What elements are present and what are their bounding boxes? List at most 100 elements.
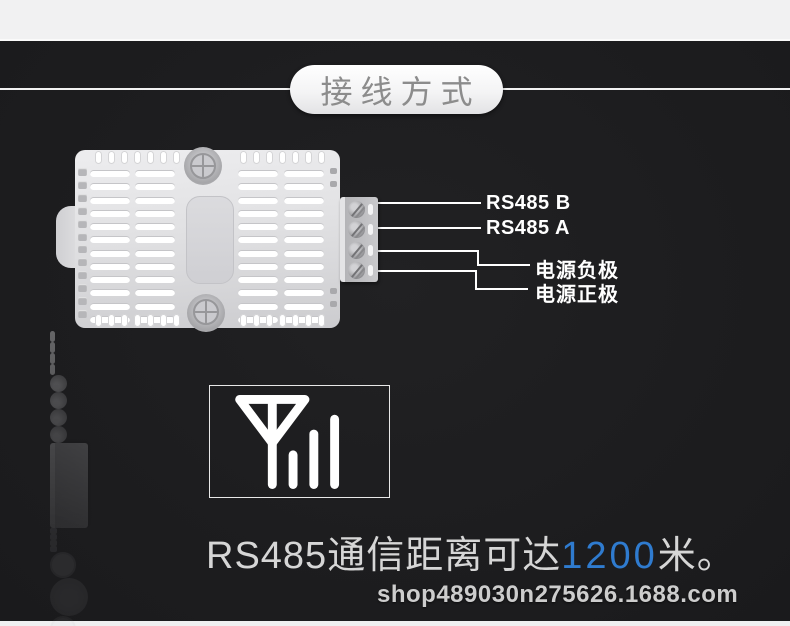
side-clip bbox=[330, 301, 337, 307]
vent-slot bbox=[318, 314, 325, 327]
side-clip bbox=[330, 288, 337, 294]
vent-slot bbox=[284, 249, 324, 257]
terminal-label-rs485-b: RS485 B bbox=[486, 192, 571, 214]
vent-slot bbox=[135, 223, 175, 231]
vent-slot bbox=[238, 170, 278, 177]
vent-slots-column bbox=[284, 170, 324, 323]
vent-slot bbox=[238, 289, 278, 297]
section-title-text: 接线方式 bbox=[320, 73, 481, 110]
vent-slot bbox=[284, 196, 324, 204]
terminal-label-rs485-a: RS485 A bbox=[486, 217, 570, 239]
vent-slot bbox=[90, 223, 130, 231]
vent-slot bbox=[78, 245, 87, 254]
terminal-wire-slot bbox=[368, 265, 373, 276]
vent-slot bbox=[78, 180, 87, 189]
vent-slot bbox=[173, 151, 180, 164]
caption-text: RS485通信距离可达1200米。 bbox=[206, 524, 736, 579]
terminal-label-power-positive: 电源正极 bbox=[535, 284, 619, 306]
terminal-wire-slot bbox=[368, 204, 373, 215]
vent-slot bbox=[134, 314, 141, 327]
caption-prefix: RS485通信距离可达 bbox=[206, 535, 562, 577]
vent-slot bbox=[90, 236, 130, 244]
vent-slot bbox=[318, 151, 325, 164]
vent-slot bbox=[135, 289, 175, 297]
vent-slot bbox=[90, 209, 130, 217]
vent-slot bbox=[284, 315, 324, 323]
vent-slots-column bbox=[238, 170, 278, 323]
vent-slot bbox=[135, 276, 175, 284]
vent-slot bbox=[284, 223, 324, 231]
vent-slot bbox=[284, 183, 324, 191]
vent-slot bbox=[135, 302, 175, 310]
connector-line-power-negative bbox=[378, 250, 530, 266]
vent-slot bbox=[266, 314, 273, 327]
vent-slot bbox=[284, 209, 324, 217]
device-edge-holes bbox=[78, 168, 87, 318]
top-strip bbox=[0, 0, 790, 41]
vent-slot bbox=[284, 262, 324, 270]
vent-slot bbox=[238, 302, 278, 310]
vent-slots-row bbox=[240, 314, 325, 327]
vent-slots-row bbox=[95, 314, 180, 327]
caption-suffix: 米。 bbox=[657, 535, 736, 577]
watermark-text: shop489030n275626.1688.com bbox=[377, 581, 739, 608]
terminal-label-power-negative: 电源负极 bbox=[535, 260, 619, 282]
vent-slot bbox=[284, 302, 324, 310]
terminal-wire-slot bbox=[368, 245, 373, 256]
side-clip bbox=[330, 181, 337, 187]
signal-icon-box bbox=[209, 385, 390, 498]
vent-slot bbox=[173, 314, 180, 327]
vent-slot bbox=[90, 170, 130, 177]
mounting-screw-top bbox=[190, 153, 216, 179]
vent-slot bbox=[305, 314, 312, 327]
vent-slot bbox=[284, 289, 324, 297]
vent-slot bbox=[284, 276, 324, 284]
mounting-screw-bottom bbox=[193, 299, 219, 325]
terminal-screw-2 bbox=[348, 221, 365, 238]
vent-slot bbox=[238, 209, 278, 217]
vent-slot bbox=[121, 314, 128, 327]
vent-slot bbox=[78, 258, 87, 267]
vent-slot bbox=[108, 151, 115, 164]
vent-slot bbox=[134, 151, 141, 164]
vent-slot bbox=[78, 309, 87, 318]
vent-slot bbox=[266, 151, 273, 164]
vent-slot bbox=[78, 297, 87, 306]
vent-slot bbox=[135, 249, 175, 257]
vent-slot bbox=[238, 262, 278, 270]
device-image bbox=[50, 145, 395, 332]
vent-slot bbox=[90, 183, 130, 191]
terminal-screw-1 bbox=[348, 201, 365, 218]
device-center-panel bbox=[186, 196, 234, 284]
vent-slot bbox=[147, 151, 154, 164]
section-title-banner: 接线方式 bbox=[290, 65, 503, 114]
vent-slot bbox=[90, 262, 130, 270]
vent-slot bbox=[238, 276, 278, 284]
vent-slot bbox=[160, 314, 167, 327]
vent-slot bbox=[305, 151, 312, 164]
vent-slot bbox=[78, 206, 87, 215]
vent-slot bbox=[78, 193, 87, 202]
vent-slot bbox=[95, 151, 102, 164]
vent-slot bbox=[135, 170, 175, 177]
vent-slot bbox=[135, 315, 175, 323]
vent-slot bbox=[90, 249, 130, 257]
vent-slot bbox=[253, 314, 260, 327]
vent-slot bbox=[279, 151, 286, 164]
vent-slot bbox=[90, 196, 130, 204]
vent-slot bbox=[238, 223, 278, 231]
vent-slot bbox=[238, 249, 278, 257]
vent-slot bbox=[90, 302, 130, 310]
vent-slot bbox=[240, 314, 247, 327]
vent-slot bbox=[284, 170, 324, 177]
vent-slot bbox=[90, 276, 130, 284]
vent-slot bbox=[108, 314, 115, 327]
vent-slot bbox=[135, 196, 175, 204]
vent-slot bbox=[238, 236, 278, 244]
vent-slots-row bbox=[240, 151, 325, 164]
vent-slot bbox=[135, 209, 175, 217]
vent-slot bbox=[78, 284, 87, 293]
vent-slot bbox=[78, 168, 87, 176]
vent-slot bbox=[253, 151, 260, 164]
